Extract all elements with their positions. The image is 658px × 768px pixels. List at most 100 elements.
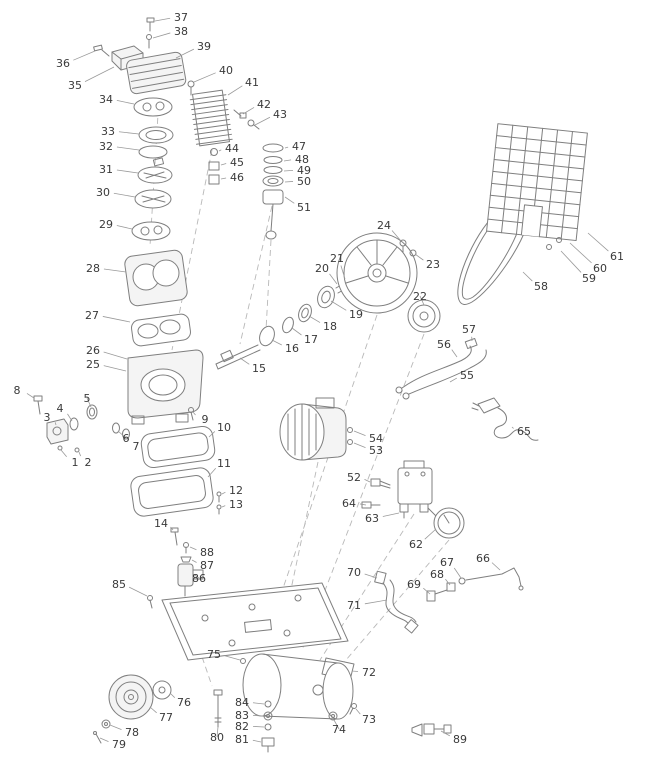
leader-line-4	[67, 413, 73, 422]
part-label-27: 27	[85, 309, 99, 322]
part-label-49: 49	[297, 164, 311, 177]
part-label-63: 63	[365, 512, 379, 525]
leader-line-43	[254, 116, 271, 126]
leader-line-53	[353, 442, 366, 448]
leader-line-65	[511, 426, 514, 429]
gasket-27	[131, 313, 191, 347]
leader-line-79	[99, 737, 109, 742]
leader-line-56	[451, 349, 458, 358]
leader-line-83	[252, 714, 264, 717]
part-label-22: 22	[413, 290, 427, 303]
part-label-39: 39	[197, 40, 211, 53]
leader-line-10	[208, 431, 216, 438]
part-label-43: 43	[273, 108, 287, 121]
part-label-69: 69	[407, 578, 421, 591]
leader-line-86	[192, 573, 200, 579]
part-label-87: 87	[200, 559, 214, 572]
part-label-70: 70	[347, 566, 361, 579]
part-label-79: 79	[112, 738, 126, 751]
leader-line-55	[449, 377, 458, 383]
crankshaft-assembly-15-21	[215, 275, 353, 370]
leader-line-77	[149, 706, 157, 714]
part-label-7: 7	[133, 440, 140, 453]
leader-line-46	[220, 177, 227, 180]
leader-line-49	[283, 170, 294, 172]
bolt-9	[188, 407, 194, 421]
part-label-12: 12	[229, 484, 243, 497]
leader-line-50	[284, 181, 294, 183]
leader-line-21	[340, 265, 346, 280]
leader-line-32	[116, 146, 140, 151]
part-label-23: 23	[426, 258, 440, 271]
leader-line-69	[423, 587, 431, 595]
leader-line-88	[189, 546, 197, 551]
leader-lines	[26, 17, 609, 743]
part-label-21: 21	[330, 252, 344, 265]
pressure-switch-63-64	[361, 460, 433, 519]
leader-line-63	[382, 512, 400, 517]
leader-line-33	[118, 131, 140, 135]
leader-line-61	[587, 232, 609, 252]
part-label-75: 75	[207, 648, 221, 661]
part-label-62: 62	[409, 538, 423, 551]
part-label-25: 25	[86, 358, 100, 371]
diagram-artwork	[33, 17, 588, 753]
leader-line-22	[419, 295, 425, 306]
part-label-84: 84	[235, 696, 249, 709]
part-label-60: 60	[593, 262, 607, 275]
leader-line-58	[522, 271, 533, 282]
leader-line-44	[218, 149, 222, 152]
part-label-5: 5	[84, 392, 91, 405]
part-label-50: 50	[297, 175, 311, 188]
part-label-15: 15	[252, 362, 266, 375]
motor-53-54	[279, 397, 353, 461]
leader-line-13	[221, 505, 226, 508]
part-label-86: 86	[192, 572, 206, 585]
leader-line-19	[330, 300, 347, 311]
leader-line-62	[424, 528, 437, 540]
leader-line-87	[191, 559, 197, 563]
leader-line-80	[216, 726, 219, 738]
leader-line-39	[175, 48, 195, 59]
knob-74	[328, 711, 338, 721]
leader-line-27	[102, 316, 131, 323]
pressure-gauge-62	[427, 507, 465, 539]
leader-line-15	[239, 357, 250, 365]
leader-line-48	[283, 159, 292, 162]
valve-parts-44-46	[208, 148, 220, 185]
part-label-30: 30	[96, 186, 110, 199]
leader-line-75	[224, 655, 241, 661]
leader-line-5	[86, 397, 92, 408]
leader-line-81	[252, 739, 262, 743]
bolt-80	[213, 689, 223, 728]
leader-line-71	[364, 599, 388, 605]
tank-72	[242, 653, 355, 720]
leader-line-9	[192, 411, 196, 416]
screws-59-60	[546, 237, 562, 250]
leader-line-67	[453, 567, 462, 579]
part-label-73: 73	[362, 713, 376, 726]
leader-line-30	[113, 192, 136, 198]
condenser-grid-61	[486, 123, 588, 242]
leader-line-72	[351, 670, 359, 672]
tank-platform	[161, 582, 349, 664]
leader-line-37	[154, 17, 171, 22]
part-label-41: 41	[245, 76, 259, 89]
bolt-14	[170, 527, 179, 546]
leader-line-64	[359, 503, 367, 506]
part-label-72: 72	[362, 666, 376, 679]
part-label-56: 56	[437, 338, 451, 351]
part-label-52: 52	[347, 471, 361, 484]
part-label-61: 61	[610, 250, 624, 263]
part-label-33: 33	[101, 125, 115, 138]
part-label-45: 45	[230, 156, 244, 169]
screw-36	[93, 44, 110, 57]
part-label-51: 51	[297, 201, 311, 214]
part-label-82: 82	[235, 720, 249, 733]
part-label-37: 37	[174, 11, 188, 24]
screws-12-13	[216, 491, 222, 515]
part-label-77: 77	[159, 711, 173, 724]
part-label-44: 44	[225, 142, 239, 155]
